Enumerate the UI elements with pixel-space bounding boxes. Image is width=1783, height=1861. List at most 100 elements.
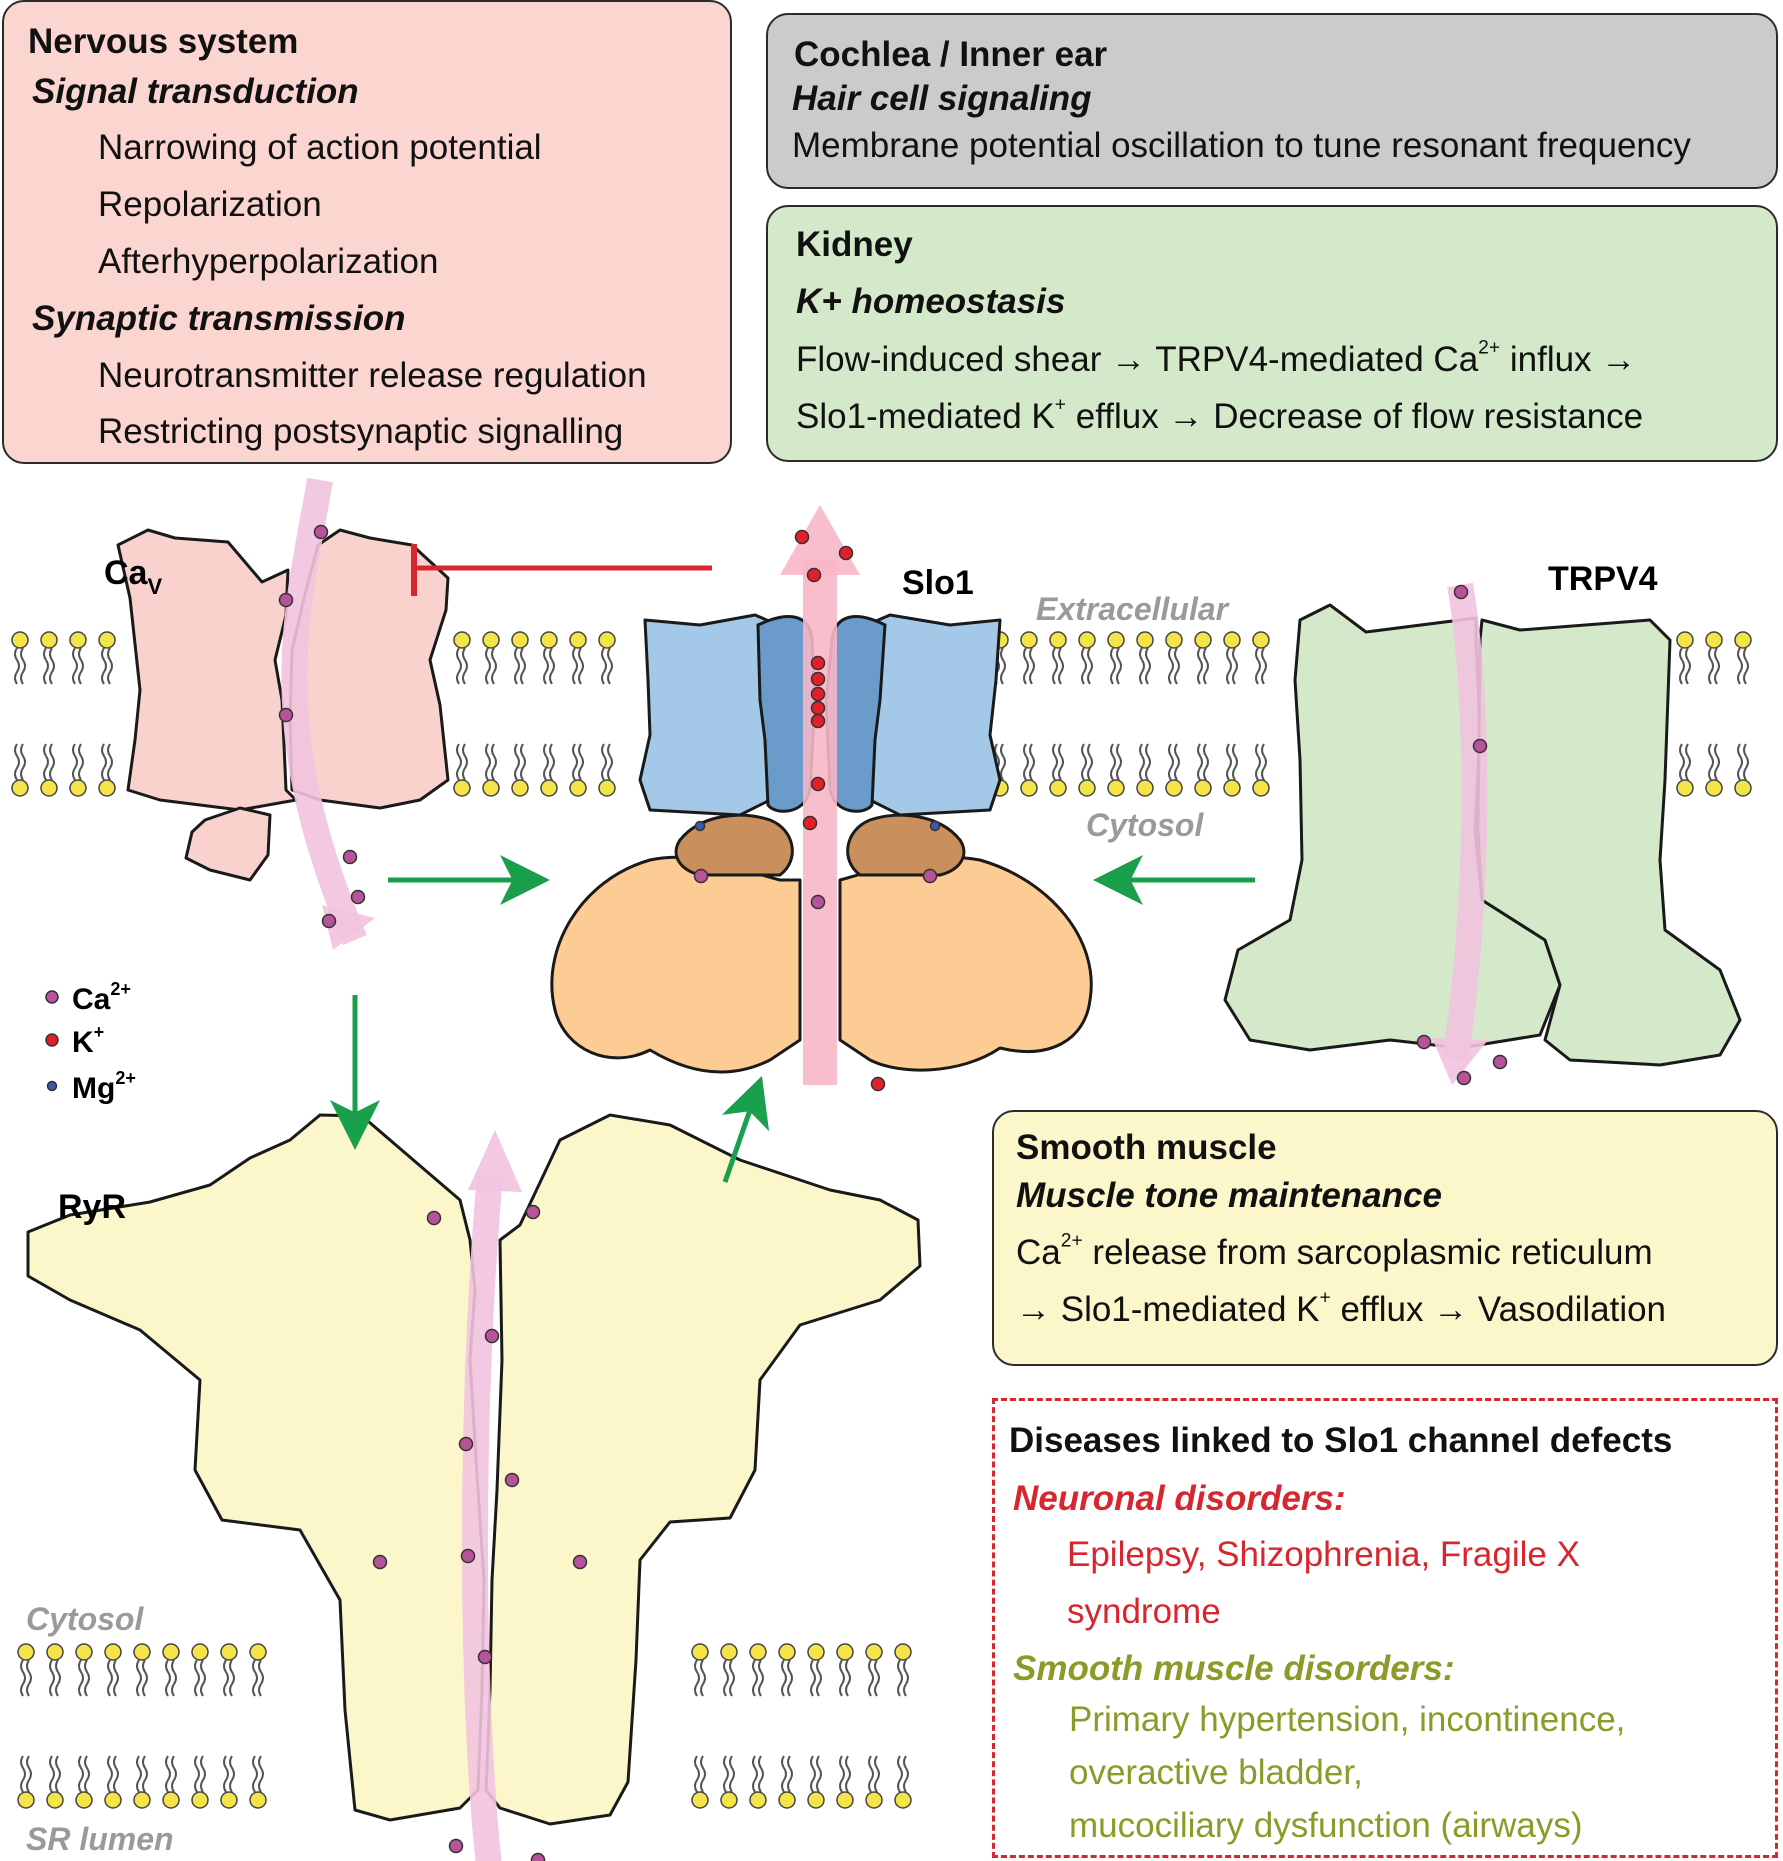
lipid (11, 743, 29, 797)
lipid (46, 1755, 64, 1809)
activation-arrows (330, 855, 1255, 1183)
nervous-system-box: Nervous system Signal transduction Narro… (2, 0, 732, 464)
k-ion (810, 671, 826, 687)
ca-ion (530, 1852, 546, 1861)
lipid (894, 1643, 912, 1697)
lipid (865, 1643, 883, 1697)
trpv4-label: TRPV4 (1548, 560, 1658, 598)
ion-particles (278, 524, 1508, 1861)
nervous-item: Afterhyperpolarization (98, 242, 439, 281)
k-ion (806, 567, 822, 583)
synaptic-transmission-heading: Synaptic transmission (32, 299, 406, 338)
ca-ion (278, 592, 294, 608)
lipid (1194, 743, 1212, 797)
lipid (511, 743, 529, 797)
lipid (749, 1643, 767, 1697)
smooth-muscle-disorders-heading: Smooth muscle disorders: (1013, 1649, 1455, 1688)
lipid (162, 1755, 180, 1809)
lipid (598, 631, 616, 685)
lipid (1078, 743, 1096, 797)
signal-transduction-heading: Signal transduction (32, 72, 359, 111)
lipid (1252, 743, 1270, 797)
k-ion (810, 700, 826, 716)
ca-ion (477, 1649, 493, 1665)
ca-ion (1456, 1070, 1472, 1086)
cochlea-text: Membrane potential oscillation to tune r… (792, 126, 1691, 165)
inhibition-arrow (411, 544, 712, 596)
lipid (1049, 743, 1067, 797)
legend-mg-dot (46, 1080, 58, 1092)
ryr-to-slo1-arrow (721, 1075, 770, 1183)
lipid (98, 631, 116, 685)
lipid (1734, 743, 1752, 797)
ryr-channel (26, 1113, 922, 1861)
legend-k-label: K+ (72, 1022, 104, 1059)
smooth-line-1: Ca2+ release from sarcoplasmic reticulum (1016, 1230, 1653, 1272)
ca-ion (1453, 584, 1469, 600)
lipid (1676, 743, 1694, 797)
cochlea-title: Cochlea / Inner ear (794, 35, 1108, 74)
lipid (75, 1643, 93, 1697)
ca-ion (810, 894, 826, 910)
lipid (1734, 631, 1752, 685)
cytosol-label-lower: Cytosol (26, 1601, 144, 1637)
ca-ion (313, 524, 329, 540)
lipid (482, 631, 500, 685)
extracellular-label: Extracellular (1036, 591, 1230, 627)
legend-mg-label: Mg2+ (72, 1068, 136, 1105)
muscle-tone-heading: Muscle tone maintenance (1016, 1176, 1442, 1215)
nervous-item: Neurotransmitter release regulation (98, 356, 647, 395)
ca-ion (1492, 1054, 1508, 1070)
lipid (249, 1755, 267, 1809)
lipid (482, 743, 500, 797)
lipid (1252, 631, 1270, 685)
lipid (1136, 631, 1154, 685)
kidney-line-2: Slo1-mediated K+ efflux → Decrease of fl… (796, 394, 1644, 436)
nervous-item: Narrowing of action potential (98, 128, 542, 167)
ca-ion (448, 1838, 464, 1854)
k-ion (810, 776, 826, 792)
lipid (249, 1643, 267, 1697)
diseases-box: Diseases linked to Slo1 channel defects … (992, 1398, 1778, 1858)
lipid (69, 743, 87, 797)
legend-ca-label: Ca2+ (72, 979, 131, 1016)
lipid (1223, 743, 1241, 797)
nervous-item: Restricting postsynaptic signalling (98, 412, 624, 451)
k-homeostasis-heading: K+ homeostasis (796, 282, 1066, 321)
lipid (191, 1755, 209, 1809)
lipid (191, 1643, 209, 1697)
lipid (69, 631, 87, 685)
ca-ion (1416, 1034, 1432, 1050)
nervous-item: Repolarization (98, 185, 322, 224)
k-ion (802, 815, 818, 831)
ca-ion (504, 1472, 520, 1488)
lipid (98, 743, 116, 797)
mg-ion (929, 820, 941, 832)
lipid (453, 631, 471, 685)
ca-ion (426, 1210, 442, 1226)
lipid (133, 1755, 151, 1809)
legend-k-dot (45, 1033, 59, 1047)
ryr-label: RyR (58, 1188, 126, 1226)
ca-ion (572, 1554, 588, 1570)
lipid (691, 1643, 709, 1697)
lipid (778, 1755, 796, 1809)
lipid (540, 631, 558, 685)
lipid (40, 743, 58, 797)
k-ion (838, 545, 854, 561)
ca-ion (460, 1548, 476, 1564)
lipid (17, 1755, 35, 1809)
ca-ion (693, 868, 709, 884)
smooth-disorder-item: overactive bladder, (1069, 1753, 1363, 1792)
lipid (865, 1755, 883, 1809)
slo1-label: Slo1 (902, 564, 974, 602)
neuronal-item: Epilepsy, Shizophrenia, Fragile X (1067, 1535, 1580, 1574)
lipid (598, 743, 616, 797)
ca-ion (525, 1204, 541, 1220)
neuronal-item: syndrome (1067, 1592, 1221, 1631)
lipid (1676, 631, 1694, 685)
slo1-channel (550, 505, 1093, 1085)
lipid (1136, 743, 1154, 797)
lipid (511, 631, 529, 685)
cytosol-label-upper: Cytosol (1086, 807, 1204, 843)
